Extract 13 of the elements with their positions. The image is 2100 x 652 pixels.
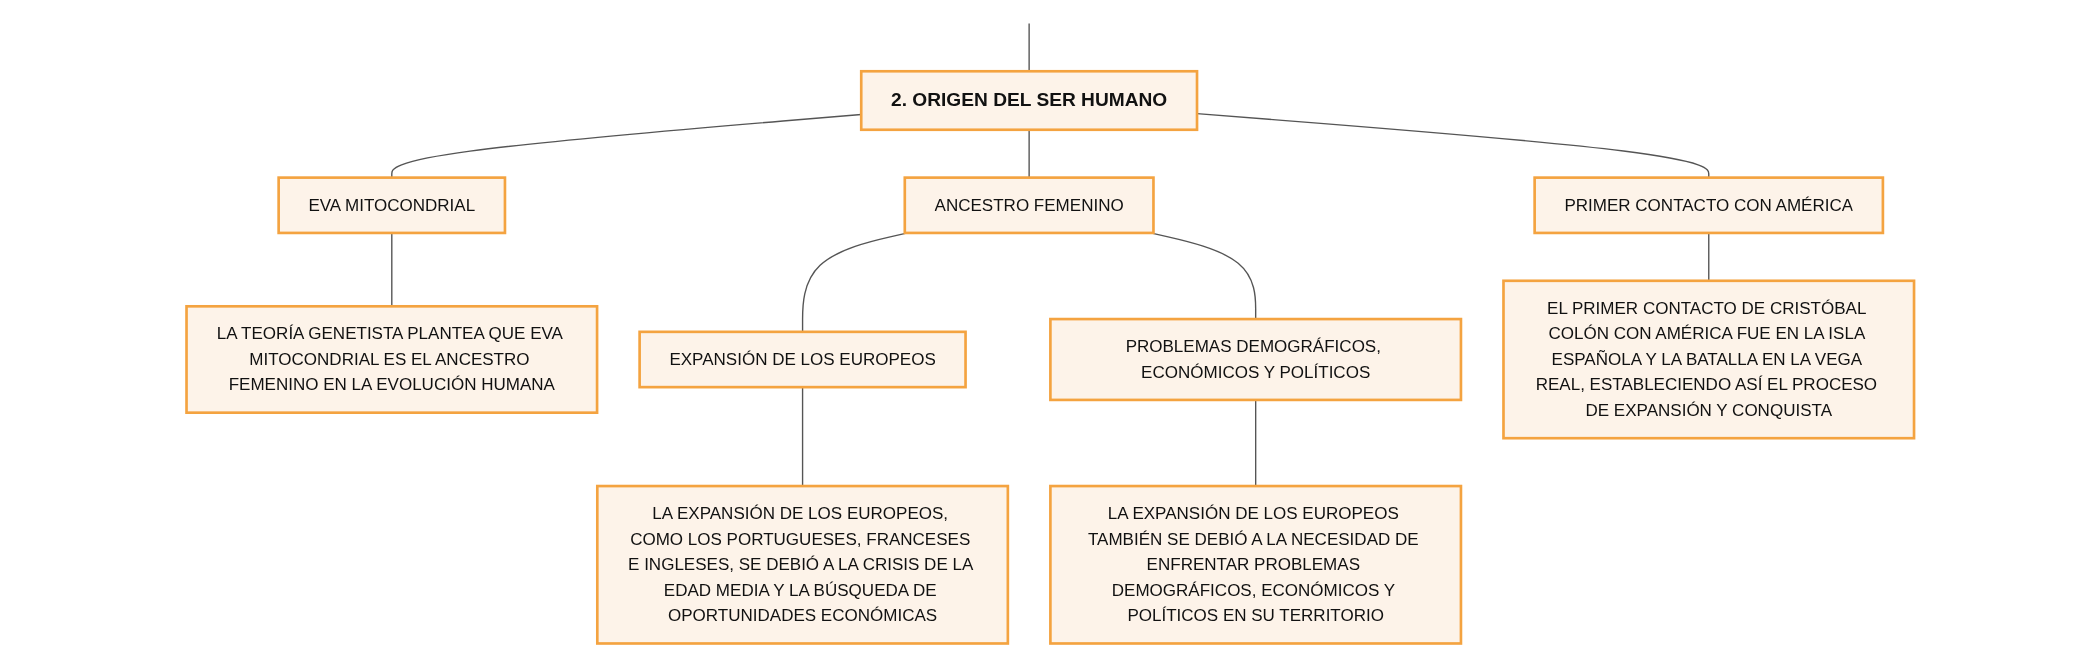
node-box: EL PRIMER CONTACTO DE CRISTÓBAL COLÓN CON AMÉRICA FUE EN LA ISLA ESPAÑOLA Y LA BATALLA EN LA VEGA REAL, ESTABLECIENDO ASÍ EL PROCESO DE EXPANSIÓN Y CONQUISTA [1501, 279, 1916, 440]
node-box: PROBLEMAS DEMOGRÁFICOS, ECONÓMICOS Y POLÍTICOS [1048, 317, 1462, 402]
node-box: ANCESTRO FEMENINO [903, 176, 1155, 235]
node-box: PRIMER CONTACTO CON AMÉRICA [1533, 176, 1884, 235]
node-box: LA EXPANSIÓN DE LOS EUROPEOS, COMO LOS PORTUGUESES, FRANCESES E INGLESES, SE DEBIÓ A LA CRISIS DE LA EDAD MEDIA Y LA BÚSQUEDA DE OPORTUNIDADES ECONÓMICAS [595, 484, 1009, 645]
node-box: 2. ORIGEN DEL SER HUMANO [859, 69, 1199, 132]
node-box: LA EXPANSIÓN DE LOS EUROPEOS TAMBIÉN SE DEBIÓ A LA NECESIDAD DE ENFRENTAR PROBLEMAS DEMOGRÁFICOS, ECONÓMICOS Y POLÍTICOS EN SU TERRITORIO [1048, 484, 1462, 645]
connector [390, 232, 393, 307]
node-box: LA TEORÍA GENETISTA PLANTEA QUE EVA MITOCONDRIAL ES EL ANCESTRO FEMENINO EN LA EVOLUCIÓN HUMANA [184, 305, 599, 414]
node-box: EVA MITOCONDRIAL [277, 176, 506, 235]
node-box: EXPANSIÓN DE LOS EUROPEOS [638, 330, 967, 389]
connector [1254, 399, 1257, 487]
connector [1028, 22, 1030, 72]
